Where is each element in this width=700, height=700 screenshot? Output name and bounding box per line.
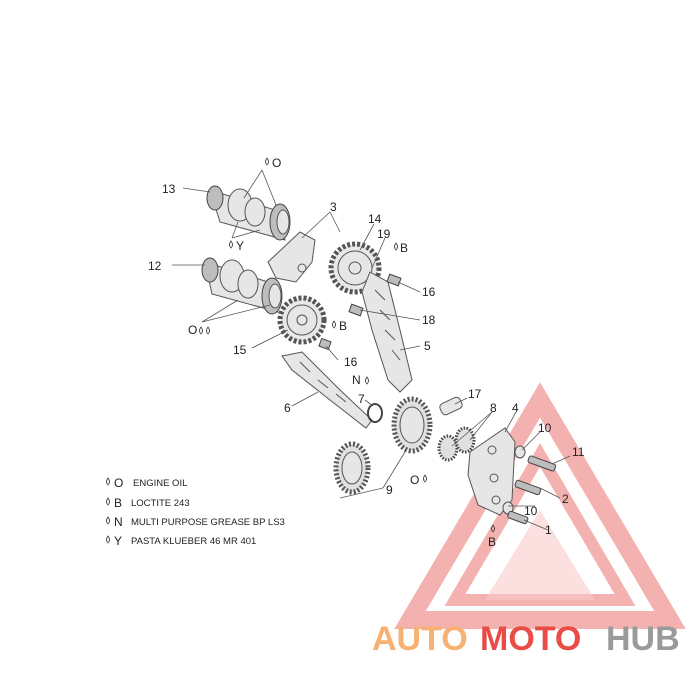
camshaft-intake bbox=[201, 257, 283, 315]
callout-17: 17 bbox=[468, 387, 482, 401]
callout-18: 18 bbox=[422, 313, 436, 327]
callout-19: 19 bbox=[377, 227, 391, 241]
callout-9: 9 bbox=[386, 483, 393, 497]
svg-text:O: O bbox=[114, 476, 123, 490]
callout-1: 1 bbox=[545, 523, 552, 537]
callout-16-upper: 16 bbox=[422, 285, 436, 299]
chain-slider bbox=[281, 351, 373, 429]
callout-15: 15 bbox=[233, 343, 247, 357]
svg-text:N: N bbox=[352, 373, 361, 387]
svg-text:O: O bbox=[188, 323, 197, 337]
svg-text:Y: Y bbox=[114, 534, 122, 548]
callout-11: 11 bbox=[572, 445, 585, 459]
legend-row-grease: N MULTI PURPOSE GREASE BP LS3 bbox=[106, 515, 285, 529]
washer bbox=[367, 403, 383, 423]
lubrication-marks: O Y O B B N O B bbox=[188, 156, 496, 549]
callout-13: 13 bbox=[162, 182, 176, 196]
callout-numbers: 13 12 3 14 19 16 18 5 15 16 6 7 17 4 8 1… bbox=[148, 182, 585, 537]
svg-text:MULTI PURPOSE GREASE BP LS3: MULTI PURPOSE GREASE BP LS3 bbox=[131, 517, 285, 528]
callout-5: 5 bbox=[424, 339, 431, 353]
callout-10-upper: 10 bbox=[538, 421, 552, 435]
callout-7: 7 bbox=[358, 392, 365, 406]
callout-8: 8 bbox=[490, 401, 497, 415]
svg-text:B: B bbox=[339, 319, 347, 333]
svg-text:B: B bbox=[488, 535, 496, 549]
bolts-upper bbox=[318, 273, 402, 351]
lubricant-legend: O ENGINE OIL B LOCTITE 243 N MULTI PURPO… bbox=[106, 476, 285, 548]
shaft-and-bearings bbox=[437, 396, 476, 462]
callout-10-lower: 10 bbox=[524, 504, 538, 518]
svg-text:LOCTITE 243: LOCTITE 243 bbox=[131, 498, 190, 509]
svg-text:HUB: HUB bbox=[606, 620, 680, 658]
legend-row-loctite: B LOCTITE 243 bbox=[106, 496, 190, 510]
svg-text:PASTA KLUEBER 46 MR 401: PASTA KLUEBER 46 MR 401 bbox=[131, 536, 256, 547]
sprocket-lower bbox=[277, 295, 327, 345]
callout-3: 3 bbox=[330, 200, 337, 214]
camshaft-exhaust bbox=[206, 185, 291, 241]
callout-14: 14 bbox=[368, 212, 382, 226]
callout-16-lower: 16 bbox=[344, 355, 358, 369]
watermark-logo bbox=[394, 382, 686, 629]
svg-text:B: B bbox=[400, 241, 408, 255]
callout-2: 2 bbox=[562, 492, 569, 506]
svg-text:MOTO: MOTO bbox=[480, 620, 581, 658]
svg-text:AUTO: AUTO bbox=[372, 620, 468, 658]
cam-bracket bbox=[267, 231, 316, 283]
leader-lines bbox=[172, 169, 571, 531]
chain-guide bbox=[361, 271, 413, 393]
svg-text:B: B bbox=[114, 496, 122, 510]
callout-4: 4 bbox=[512, 401, 519, 415]
idler-gears bbox=[333, 396, 433, 495]
watermark-text: AUTO MOTO HUB bbox=[372, 620, 680, 658]
svg-text:O: O bbox=[410, 473, 419, 487]
svg-text:Y: Y bbox=[236, 239, 244, 253]
legend-row-klueber: Y PASTA KLUEBER 46 MR 401 bbox=[106, 534, 256, 548]
svg-text:O: O bbox=[272, 156, 281, 170]
legend-row-engine-oil: O ENGINE OIL bbox=[106, 476, 187, 490]
svg-text:N: N bbox=[114, 515, 123, 529]
plate-bolts bbox=[502, 445, 557, 525]
svg-text:ENGINE OIL: ENGINE OIL bbox=[133, 478, 187, 489]
callout-6: 6 bbox=[284, 401, 291, 415]
callout-12: 12 bbox=[148, 259, 162, 273]
